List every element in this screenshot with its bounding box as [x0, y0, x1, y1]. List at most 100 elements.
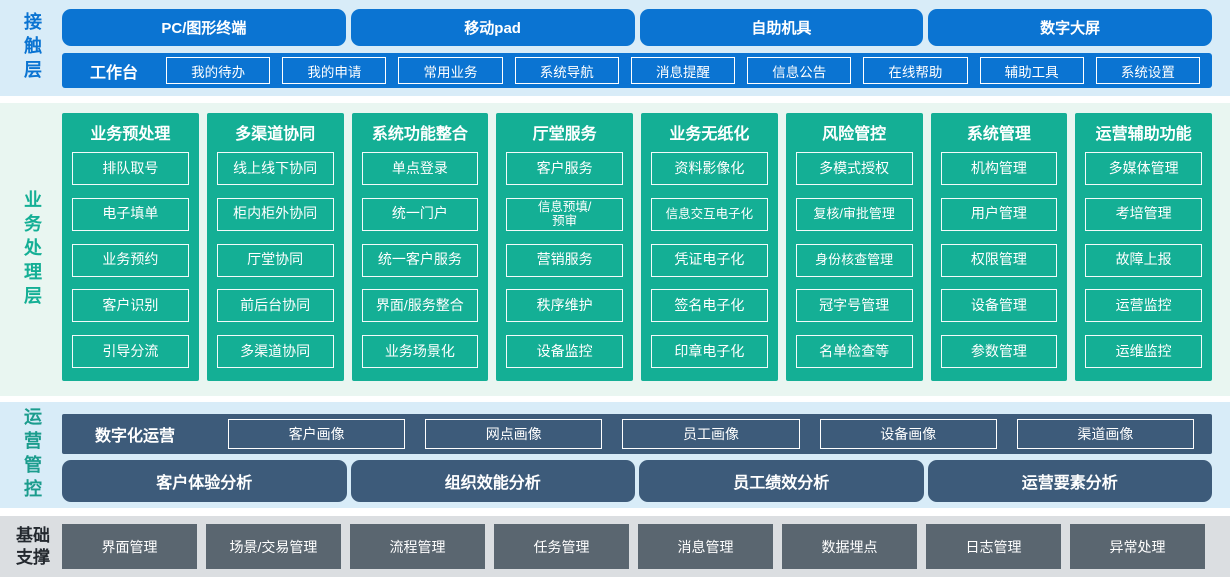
column-title: 系统管理: [966, 126, 1031, 143]
column-item: 线上线下协同: [216, 152, 334, 185]
analysis-box: 客户体验分析: [62, 460, 347, 502]
column-item: 名单检查等: [795, 335, 913, 368]
workbench-item: 常用业务: [398, 57, 503, 84]
workbench-item: 在线帮助: [863, 57, 968, 84]
column-item: 信息预填/ 预审: [506, 197, 623, 231]
column-item: 考培管理: [1085, 197, 1202, 231]
business-column: 业务预处理 排队取号 电子填单 业务预约 客户识别 引导分流: [62, 113, 199, 381]
section-foundation-layer: 基础 支撑 界面管理 场景/交易管理 流程管理 任务管理 消息管理 数据埋点 日…: [0, 516, 1230, 577]
column-title: 多渠道协同: [235, 126, 316, 143]
portrait-item: 员工画像: [622, 419, 800, 449]
channel-box: 移动pad: [350, 9, 635, 46]
column-item: 凭证电子化: [651, 243, 768, 277]
section-operations-layer: 运营管控 数字化运营 客户画像 网点画像 员工画像 设备画像 渠道画像 客户体验…: [0, 402, 1230, 508]
column-item: 多模式授权: [795, 152, 913, 185]
business-column: 系统管理 机构管理 用户管理 权限管理 设备管理 参数管理: [930, 113, 1068, 381]
column-title: 业务预处理: [90, 126, 171, 143]
analysis-box: 运营要素分析: [927, 460, 1212, 502]
business-column: 业务无纸化 资料影像化 信息交互电子化 凭证电子化 签名电子化 印章电子化: [641, 113, 778, 381]
layer-label-contact: 接触层: [22, 12, 42, 84]
section-contact-layer: 接触层 PC/图形终端 移动pad 自助机具 数字大屏 工作台 我的待办 我的申…: [0, 0, 1230, 96]
column-item: 冠字号管理: [795, 289, 913, 323]
foundation-box: 消息管理: [638, 524, 773, 569]
workbench-item: 信息公告: [747, 57, 852, 84]
column-item: 权限管理: [940, 243, 1058, 277]
analysis-box: 组织效能分析: [350, 460, 635, 502]
column-item: 前后台协同: [216, 289, 334, 323]
business-columns: 业务预处理 排队取号 电子填单 业务预约 客户识别 引导分流 多渠道协同 线上线…: [62, 113, 1212, 381]
column-title: 厅堂服务: [532, 126, 597, 143]
column-item: 电子填单: [72, 197, 189, 231]
channel-box: 自助机具: [639, 9, 924, 46]
section-business-layer: 业务处理层 业务预处理 排队取号 电子填单 业务预约 客户识别 引导分流 多渠道…: [0, 103, 1230, 396]
business-column: 多渠道协同 线上线下协同 柜内柜外协同 厅堂协同 前后台协同 多渠道协同: [206, 113, 344, 381]
foundation-items: 界面管理 场景/交易管理 流程管理 任务管理 消息管理 数据埋点 日志管理 异常…: [62, 524, 1205, 569]
column-item: 资料影像化: [651, 152, 768, 185]
column-title: 业务无纸化: [669, 126, 750, 143]
foundation-box: 任务管理: [494, 524, 629, 569]
workbench-item: 我的待办: [166, 57, 271, 84]
foundation-box: 流程管理: [350, 524, 485, 569]
channel-row: PC/图形终端 移动pad 自助机具 数字大屏: [62, 9, 1212, 46]
column-item: 运维监控: [1085, 335, 1202, 368]
column-item: 签名电子化: [651, 289, 768, 323]
column-item: 故障上报: [1085, 243, 1202, 277]
column-item: 多渠道协同: [216, 335, 334, 368]
column-item: 排队取号: [72, 152, 189, 185]
column-item: 引导分流: [72, 335, 189, 368]
column-item: 秩序维护: [506, 289, 623, 323]
column-item: 身份核查管理: [795, 243, 913, 277]
column-title: 运营辅助功能: [1095, 126, 1192, 143]
workbench-label: 工作台: [89, 64, 138, 82]
column-item: 营销服务: [506, 243, 623, 277]
foundation-box: 日志管理: [926, 524, 1061, 569]
channel-box: PC/图形终端: [62, 9, 346, 46]
column-title: 风险管控: [822, 126, 887, 143]
column-item: 复核/审批管理: [795, 197, 913, 231]
column-item: 业务预约: [72, 243, 189, 277]
business-column: 厅堂服务 客户服务 信息预填/ 预审 营销服务 秩序维护 设备监控: [496, 113, 633, 381]
column-item: 统一门户: [361, 197, 479, 231]
portrait-item: 渠道画像: [1016, 419, 1195, 449]
column-item: 机构管理: [940, 152, 1058, 185]
column-item: 设备监控: [506, 335, 623, 368]
column-item: 多媒体管理: [1085, 152, 1202, 185]
business-column: 运营辅助功能 多媒体管理 考培管理 故障上报 运营监控 运维监控: [1075, 113, 1212, 381]
column-item: 印章电子化: [651, 335, 768, 368]
workbench-item: 系统设置: [1095, 57, 1200, 84]
workbench-item: 消息提醒: [630, 57, 736, 84]
foundation-box: 异常处理: [1070, 524, 1205, 569]
layer-label-operations: 运营管控: [22, 407, 42, 503]
layer-label-foundation: 基础 支撑: [16, 526, 50, 567]
business-column: 风险管控 多模式授权 复核/审批管理 身份核查管理 冠字号管理 名单检查等: [785, 113, 923, 381]
column-title: 系统功能整合: [371, 126, 468, 143]
workbench-item: 系统导航: [514, 57, 619, 84]
portrait-item: 设备画像: [819, 419, 997, 449]
workbench-item: 我的申请: [282, 57, 387, 84]
column-item: 运营监控: [1085, 289, 1202, 323]
business-column: 系统功能整合 单点登录 统一门户 统一客户服务 界面/服务整合 业务场景化: [351, 113, 489, 381]
column-item: 设备管理: [940, 289, 1058, 323]
foundation-box: 场景/交易管理: [206, 524, 341, 569]
column-item: 客户服务: [506, 152, 623, 185]
column-item: 参数管理: [940, 335, 1058, 368]
workbench-item: 辅助工具: [979, 57, 1084, 84]
column-item: 单点登录: [361, 152, 479, 185]
portrait-item: 客户画像: [228, 419, 406, 449]
digital-ops-label: 数字化运营: [94, 428, 175, 445]
analysis-row: 客户体验分析 组织效能分析 员工绩效分析 运营要素分析: [62, 460, 1212, 502]
column-item: 厅堂协同: [216, 243, 334, 277]
column-item: 柜内柜外协同: [216, 197, 334, 231]
portrait-item: 网点画像: [425, 419, 603, 449]
foundation-box: 界面管理: [62, 524, 197, 569]
column-item: 客户识别: [72, 289, 189, 323]
column-item: 统一客户服务: [361, 243, 479, 277]
channel-box: 数字大屏: [928, 9, 1212, 46]
layer-label-business: 业务处理层: [22, 189, 42, 310]
workbench-bar: 工作台 我的待办 我的申请 常用业务 系统导航 消息提醒 信息公告 在线帮助 辅…: [62, 53, 1212, 88]
column-item: 业务场景化: [361, 335, 479, 368]
foundation-box: 数据埋点: [782, 524, 917, 569]
column-item: 信息交互电子化: [651, 197, 768, 231]
digital-ops-bar: 数字化运营 客户画像 网点画像 员工画像 设备画像 渠道画像: [62, 414, 1212, 454]
column-item: 界面/服务整合: [361, 289, 479, 323]
